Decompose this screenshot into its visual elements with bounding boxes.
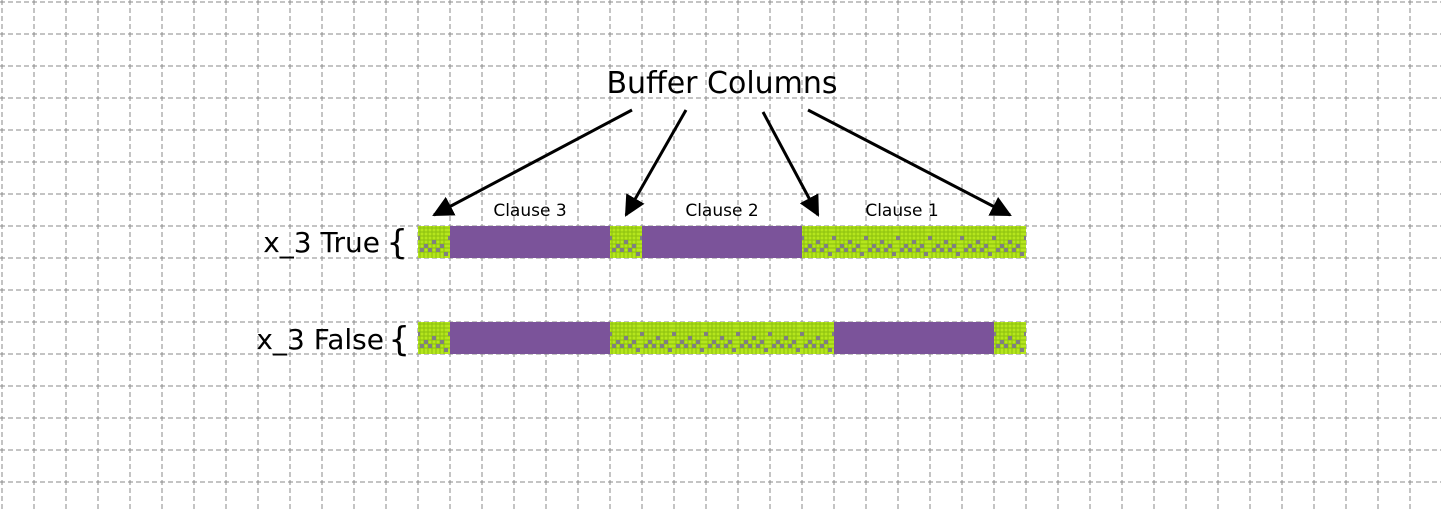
row-cells-false — [418, 322, 1026, 354]
buffer-column-arrows — [432, 108, 1012, 217]
buffer-tile-segment — [802, 226, 1026, 258]
buffer-tile-segment — [418, 322, 450, 354]
arrow-to-buffer-1 — [432, 108, 633, 217]
buffer-tile-segment — [418, 226, 450, 258]
solid-segment — [450, 322, 610, 354]
solid-segment — [642, 226, 802, 258]
arrow-to-buffer-2 — [624, 109, 688, 217]
row-cells-true — [418, 226, 1026, 258]
row-x3-true: x_3 True { — [263, 223, 1026, 263]
clause-label-3: Clause 3 — [493, 201, 566, 221]
buffer-tile-segment — [610, 322, 834, 354]
arrow-to-buffer-3 — [761, 111, 820, 217]
buffer-tile-segment — [994, 322, 1026, 354]
row-bracket-false: { — [388, 320, 410, 360]
clause-label-1: Clause 1 — [865, 201, 938, 221]
arrow-to-buffer-4 — [807, 108, 1012, 217]
row-x3-false: x_3 False { — [256, 320, 1026, 360]
clause-labels: Clause 3 Clause 2 Clause 1 — [493, 201, 938, 221]
row-label-false: x_3 False — [256, 323, 384, 356]
buffer-tile-segment — [610, 226, 642, 258]
row-bracket-true: { — [386, 223, 408, 263]
solid-segment — [450, 226, 610, 258]
diagram-title: Buffer Columns — [606, 66, 837, 101]
row-label-true: x_3 True — [263, 226, 380, 259]
solid-segment — [834, 322, 994, 354]
clause-label-2: Clause 2 — [685, 201, 758, 221]
